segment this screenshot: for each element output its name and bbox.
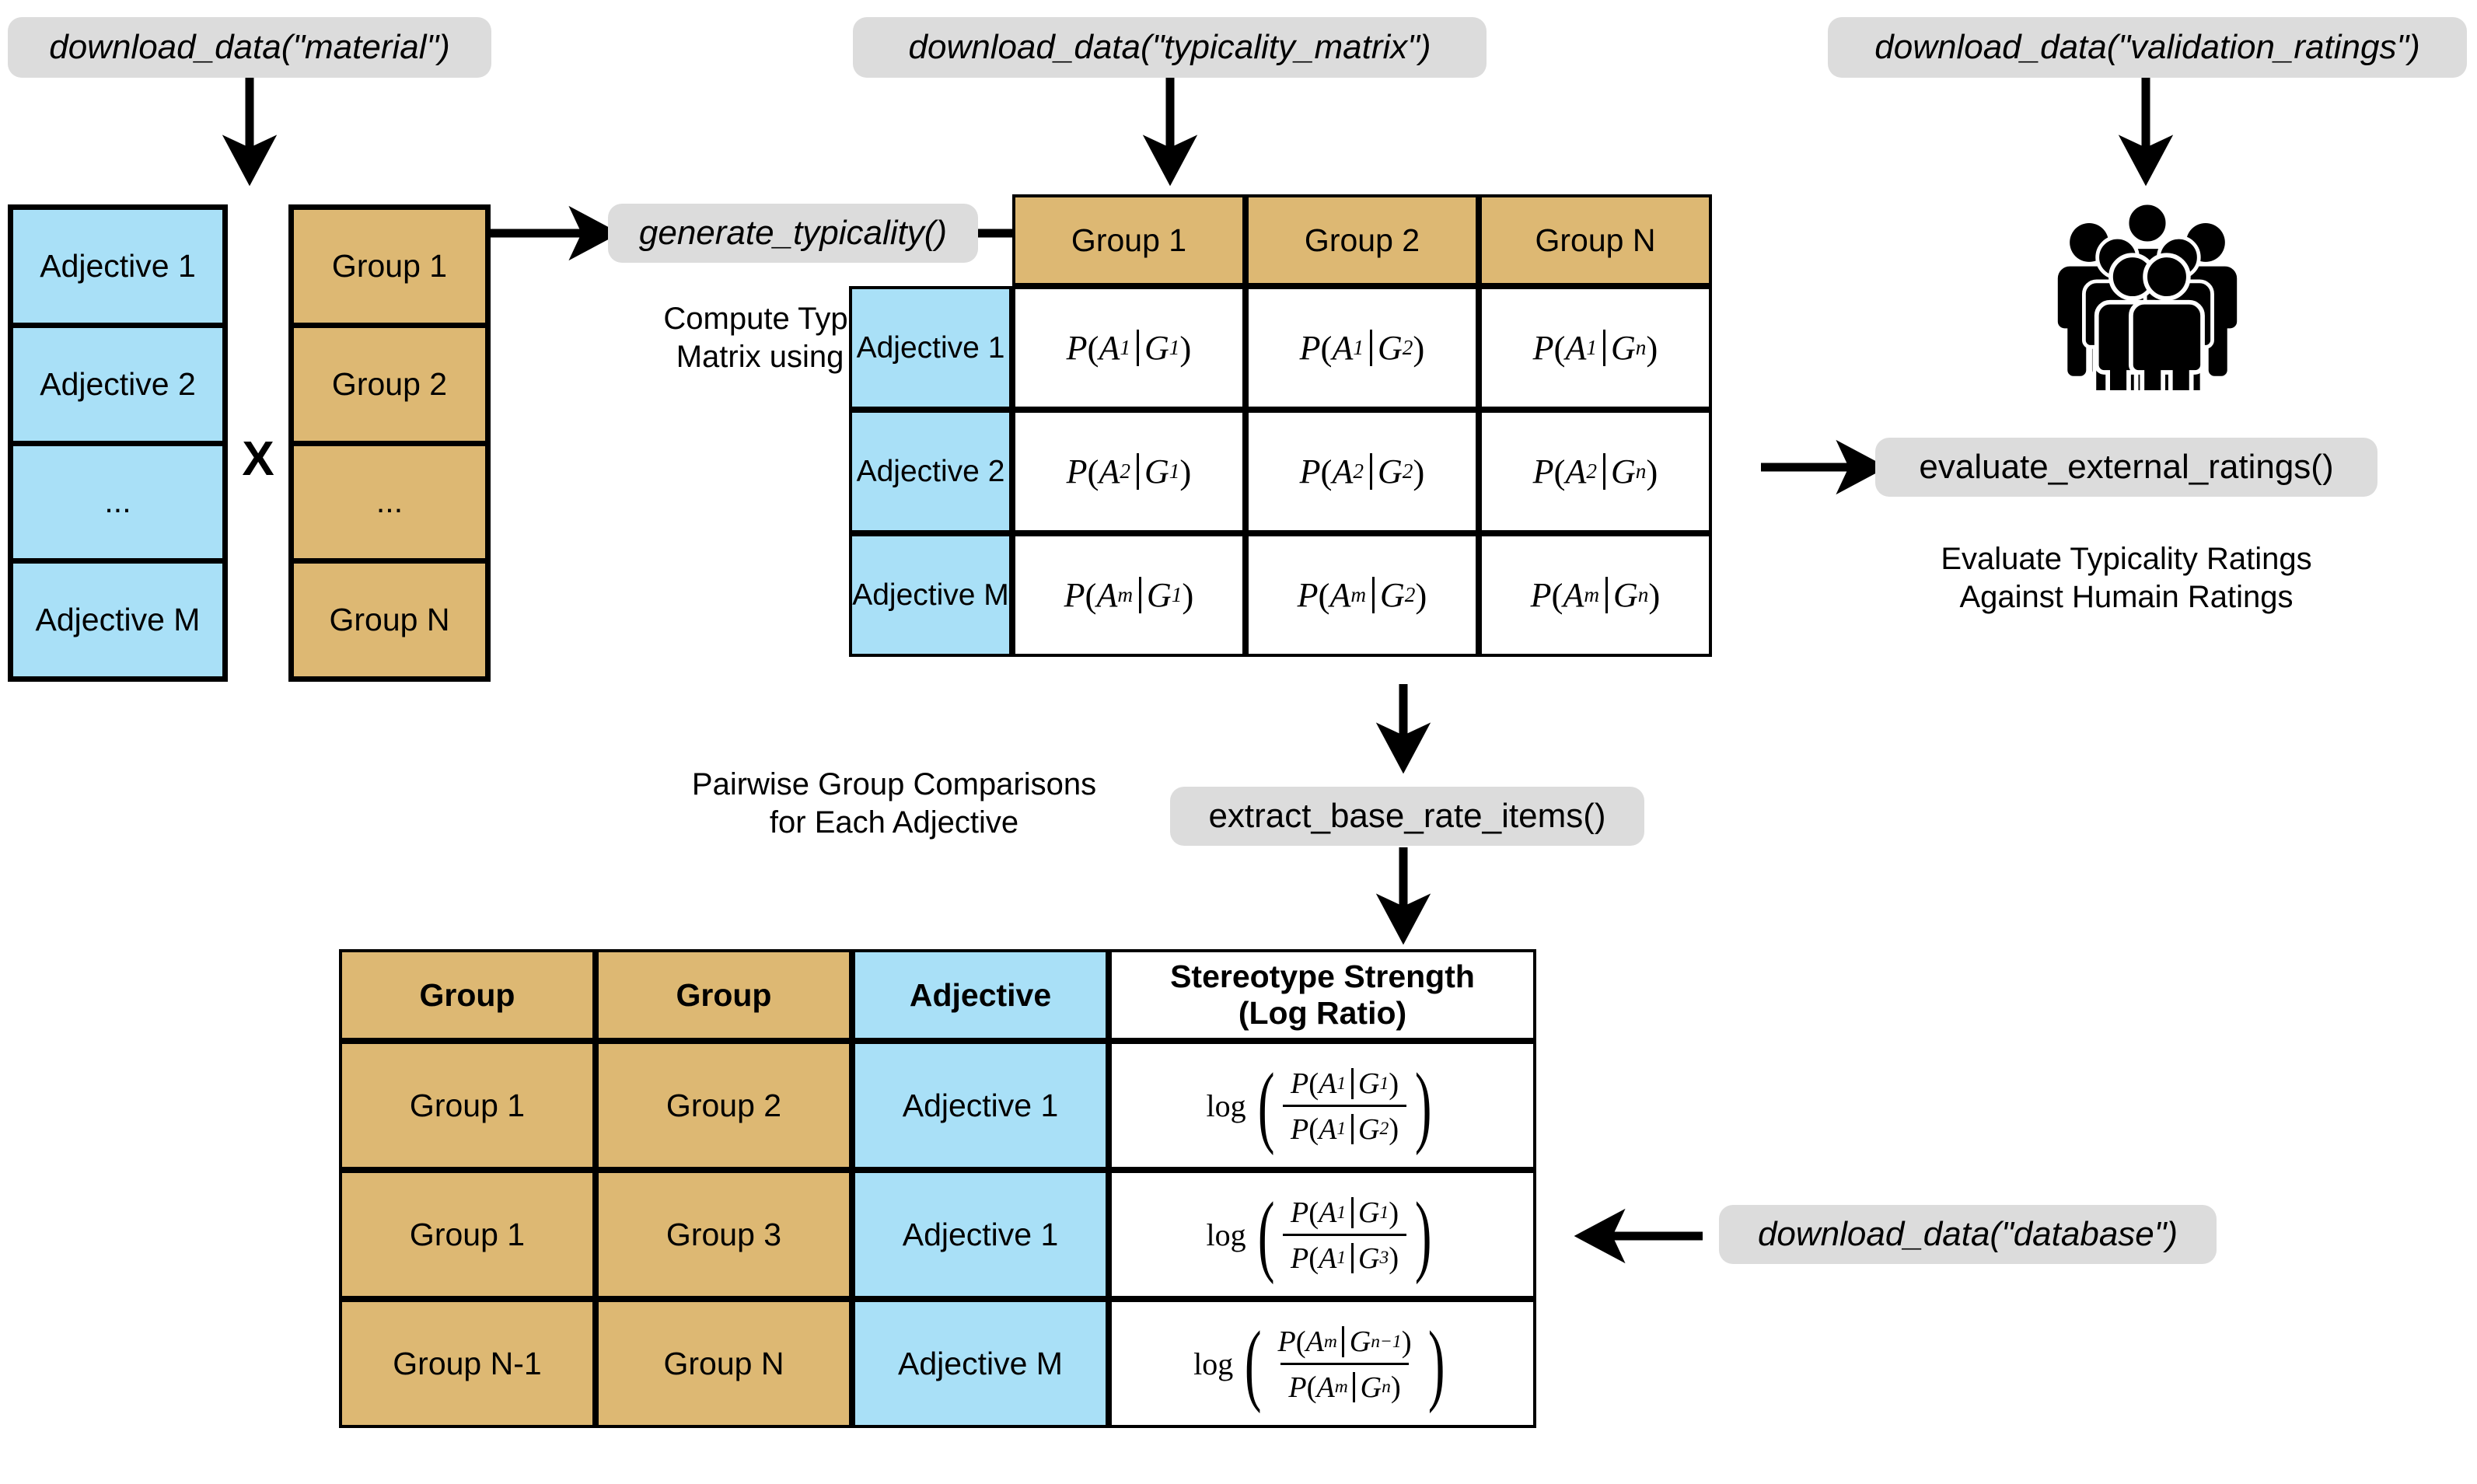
- download-validation-ratings-label: download_data("validation_ratings"): [1874, 28, 2420, 66]
- download-typicality-matrix-label: download_data("typicality_matrix"): [908, 28, 1431, 66]
- download-database-label: download_data("database"): [1757, 1215, 2178, 1253]
- group-cell-item: Group N: [294, 564, 485, 676]
- evaluate-external-ratings-label: evaluate_external_ratings(): [1919, 448, 2334, 486]
- evaluate-ratings-caption-line-0: Evaluate Typicality Ratings: [1941, 542, 2312, 576]
- evaluate-ratings-caption-line-1: Against Humain Ratings: [1959, 579, 2294, 614]
- base-rate-group-cell: Group N-1: [339, 1299, 596, 1428]
- base-rate-header-line: (Log Ratio): [1238, 995, 1407, 1031]
- extract-base-rate-items-label: extract_base_rate_items(): [1208, 797, 1606, 835]
- extract-base-rate-items-pill[interactable]: extract_base_rate_items(): [1170, 787, 1644, 846]
- pairwise-comparisons-caption: Pairwise Group Comparisons for Each Adjec…: [665, 766, 1123, 842]
- group-cell-item: Group 2: [294, 327, 485, 446]
- group-cell-item: Group 1: [294, 210, 485, 328]
- adjective-cell-item: Adjective M: [13, 564, 222, 676]
- base-rate-header-line: Group: [419, 976, 515, 1013]
- generate-typicality-pill[interactable]: generate_typicality(): [608, 204, 978, 263]
- base-rate-header-line: Group: [676, 976, 772, 1013]
- adjective-cell-item: Adjective 2: [13, 327, 222, 446]
- base-rate-adjective-cell: Adjective 1: [852, 1170, 1109, 1299]
- base-rate-adjective-cell: Adjective M: [852, 1299, 1109, 1428]
- base-rate-column-header: Group: [339, 949, 596, 1041]
- group-cell-item: ...: [294, 445, 485, 564]
- base-rate-header-line: Adjective: [909, 976, 1052, 1013]
- matrix-column-header: Group 2: [1245, 194, 1479, 286]
- base-rate-header-line: Stereotype Strength: [1170, 958, 1475, 994]
- download-typicality-matrix-pill[interactable]: download_data("typicality_matrix"): [853, 17, 1487, 78]
- evaluate-external-ratings-pill[interactable]: evaluate_external_ratings(): [1875, 438, 2377, 497]
- matrix-column-header: Group 1: [1012, 194, 1245, 286]
- base-rate-adjective-cell: Adjective 1: [852, 1041, 1109, 1170]
- download-material-pill[interactable]: download_data("material"): [8, 17, 491, 78]
- base-rate-column-header: Stereotype Strength(Log Ratio): [1109, 949, 1536, 1041]
- base-rate-group-cell: Group N: [596, 1299, 852, 1428]
- base-rate-table-element: Group Group Adjective Stereotype Strength(L…: [339, 949, 1536, 1428]
- base-rate-column-header: Group: [596, 949, 852, 1041]
- base-rate-column-header: Adjective: [852, 949, 1109, 1041]
- multiply-symbol: X: [242, 432, 274, 486]
- pairwise-caption-line-0: Pairwise Group Comparisons: [691, 767, 1097, 801]
- matrix-row-header: Adjective 2: [849, 410, 1012, 533]
- base-rate-group-cell: Group 3: [596, 1170, 852, 1299]
- adjective-cell-item: Adjective 1: [13, 210, 222, 328]
- generate-typicality-label: generate_typicality(): [638, 214, 948, 252]
- base-rate-header-row: Group Group Adjective Stereotype Strength(L…: [339, 949, 1536, 1041]
- matrix-corner-spacer: [849, 194, 1012, 286]
- matrix-row-header: Adjective 1: [849, 286, 1012, 410]
- matrix-row-header: Adjective M: [849, 533, 1012, 657]
- download-validation-ratings-pill[interactable]: download_data("validation_ratings"): [1828, 17, 2467, 78]
- download-material-label: download_data("material"): [49, 28, 450, 66]
- pairwise-caption-line-1: for Each Adjective: [769, 805, 1019, 840]
- download-database-pill[interactable]: download_data("database"): [1719, 1205, 2217, 1264]
- base-rate-group-cell: Group 1: [339, 1170, 596, 1299]
- matrix-column-header: Group N: [1479, 194, 1712, 286]
- adjective-cell-item: ...: [13, 445, 222, 564]
- people-group-icon: [2035, 201, 2260, 431]
- base-rate-table: Group Group Adjective Stereotype Strength(L…: [339, 949, 1536, 1428]
- base-rate-group-cell: Group 2: [596, 1041, 852, 1170]
- base-rate-group-cell: Group 1: [339, 1041, 596, 1170]
